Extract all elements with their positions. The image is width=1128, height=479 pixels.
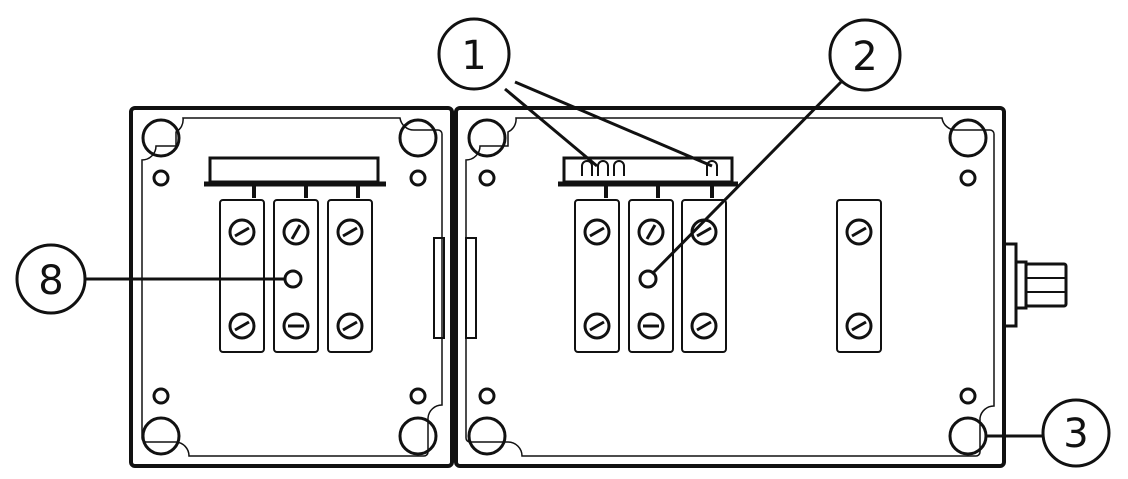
callout-1: 1 [437, 17, 713, 168]
left-terminal-block-3 [327, 199, 373, 353]
screw-icon [228, 218, 256, 246]
left-terminal-block-1 [219, 199, 265, 353]
screw-icon [690, 218, 718, 246]
screw-icon [336, 218, 364, 246]
callout-1-label: 1 [461, 33, 486, 79]
screw-icon [637, 312, 665, 340]
screw-icon [583, 312, 611, 340]
callout-2-circle [828, 18, 902, 92]
connector-icon [1002, 242, 1068, 328]
left-enclosure-outer [129, 106, 454, 468]
right-screws [583, 218, 873, 340]
right-hinge-tab [465, 237, 477, 339]
mount-hole-bl [152, 387, 170, 405]
right-din-rail [558, 156, 738, 198]
left-hinge-tab [433, 237, 445, 339]
right-enclosure-inner-lip [465, 117, 995, 457]
corner-boss-br [398, 416, 438, 456]
right-test-point [638, 269, 658, 289]
callout-3-label: 3 [1063, 411, 1088, 457]
callout-8-label: 8 [38, 258, 63, 304]
right-terminal-block-4 [836, 199, 882, 353]
mount-hole-tl [478, 169, 496, 187]
screw-icon [583, 218, 611, 246]
right-terminal-block-3 [681, 199, 727, 353]
left-enclosure-inner-lip [141, 117, 443, 457]
left-terminal-blocks [219, 199, 373, 353]
corner-boss-tr [398, 118, 438, 158]
right-enclosure-outer [454, 106, 1006, 468]
fuse-slot-3 [613, 160, 625, 176]
callout-1-leader-a [504, 87, 598, 168]
callout-8: 8 [15, 243, 285, 315]
callout-1-circle [437, 17, 511, 91]
mount-hole-tl [152, 169, 170, 187]
right-terminal-block-2 [628, 199, 674, 353]
screw-icon [282, 312, 310, 340]
fuse-slots [581, 160, 718, 176]
callout-3-circle [1041, 398, 1111, 468]
fuse-slot-2 [597, 160, 609, 176]
left-screws [228, 218, 364, 340]
callout-2: 2 [650, 18, 902, 276]
right-enclosure [454, 106, 1068, 468]
fuse-slot-1 [581, 160, 593, 176]
left-corner-bosses [141, 118, 438, 456]
connector-nut [1024, 262, 1068, 308]
screw-icon [845, 312, 873, 340]
screw-icon [690, 312, 718, 340]
screw-icon [637, 218, 665, 246]
screw-icon [282, 218, 310, 246]
callout-2-label: 2 [852, 34, 877, 80]
mount-hole-bl [478, 387, 496, 405]
mount-hole-br [409, 387, 427, 405]
corner-boss-tr [948, 118, 988, 158]
right-terminal-blocks [574, 199, 882, 353]
mount-hole-tr [409, 169, 427, 187]
screw-icon [336, 312, 364, 340]
mount-hole-tr [959, 169, 977, 187]
right-terminal-block-1 [574, 199, 620, 353]
mount-hole-br [959, 387, 977, 405]
callout-2-leader [650, 80, 843, 276]
left-test-point [283, 269, 303, 289]
callout-1-leader-b [514, 80, 713, 168]
corner-boss-bl [141, 416, 181, 456]
left-terminal-block-2 [273, 199, 319, 353]
corner-boss-tl [467, 118, 507, 158]
left-rail-body [208, 156, 380, 184]
corner-boss-tl [141, 118, 181, 158]
left-enclosure [129, 106, 454, 468]
corner-boss-bl [467, 416, 507, 456]
callout-3: 3 [986, 398, 1111, 468]
screw-icon [228, 312, 256, 340]
right-corner-bosses [467, 118, 988, 456]
fuse-slot-4 [706, 160, 718, 176]
screw-icon [845, 218, 873, 246]
left-din-rail [204, 156, 386, 198]
